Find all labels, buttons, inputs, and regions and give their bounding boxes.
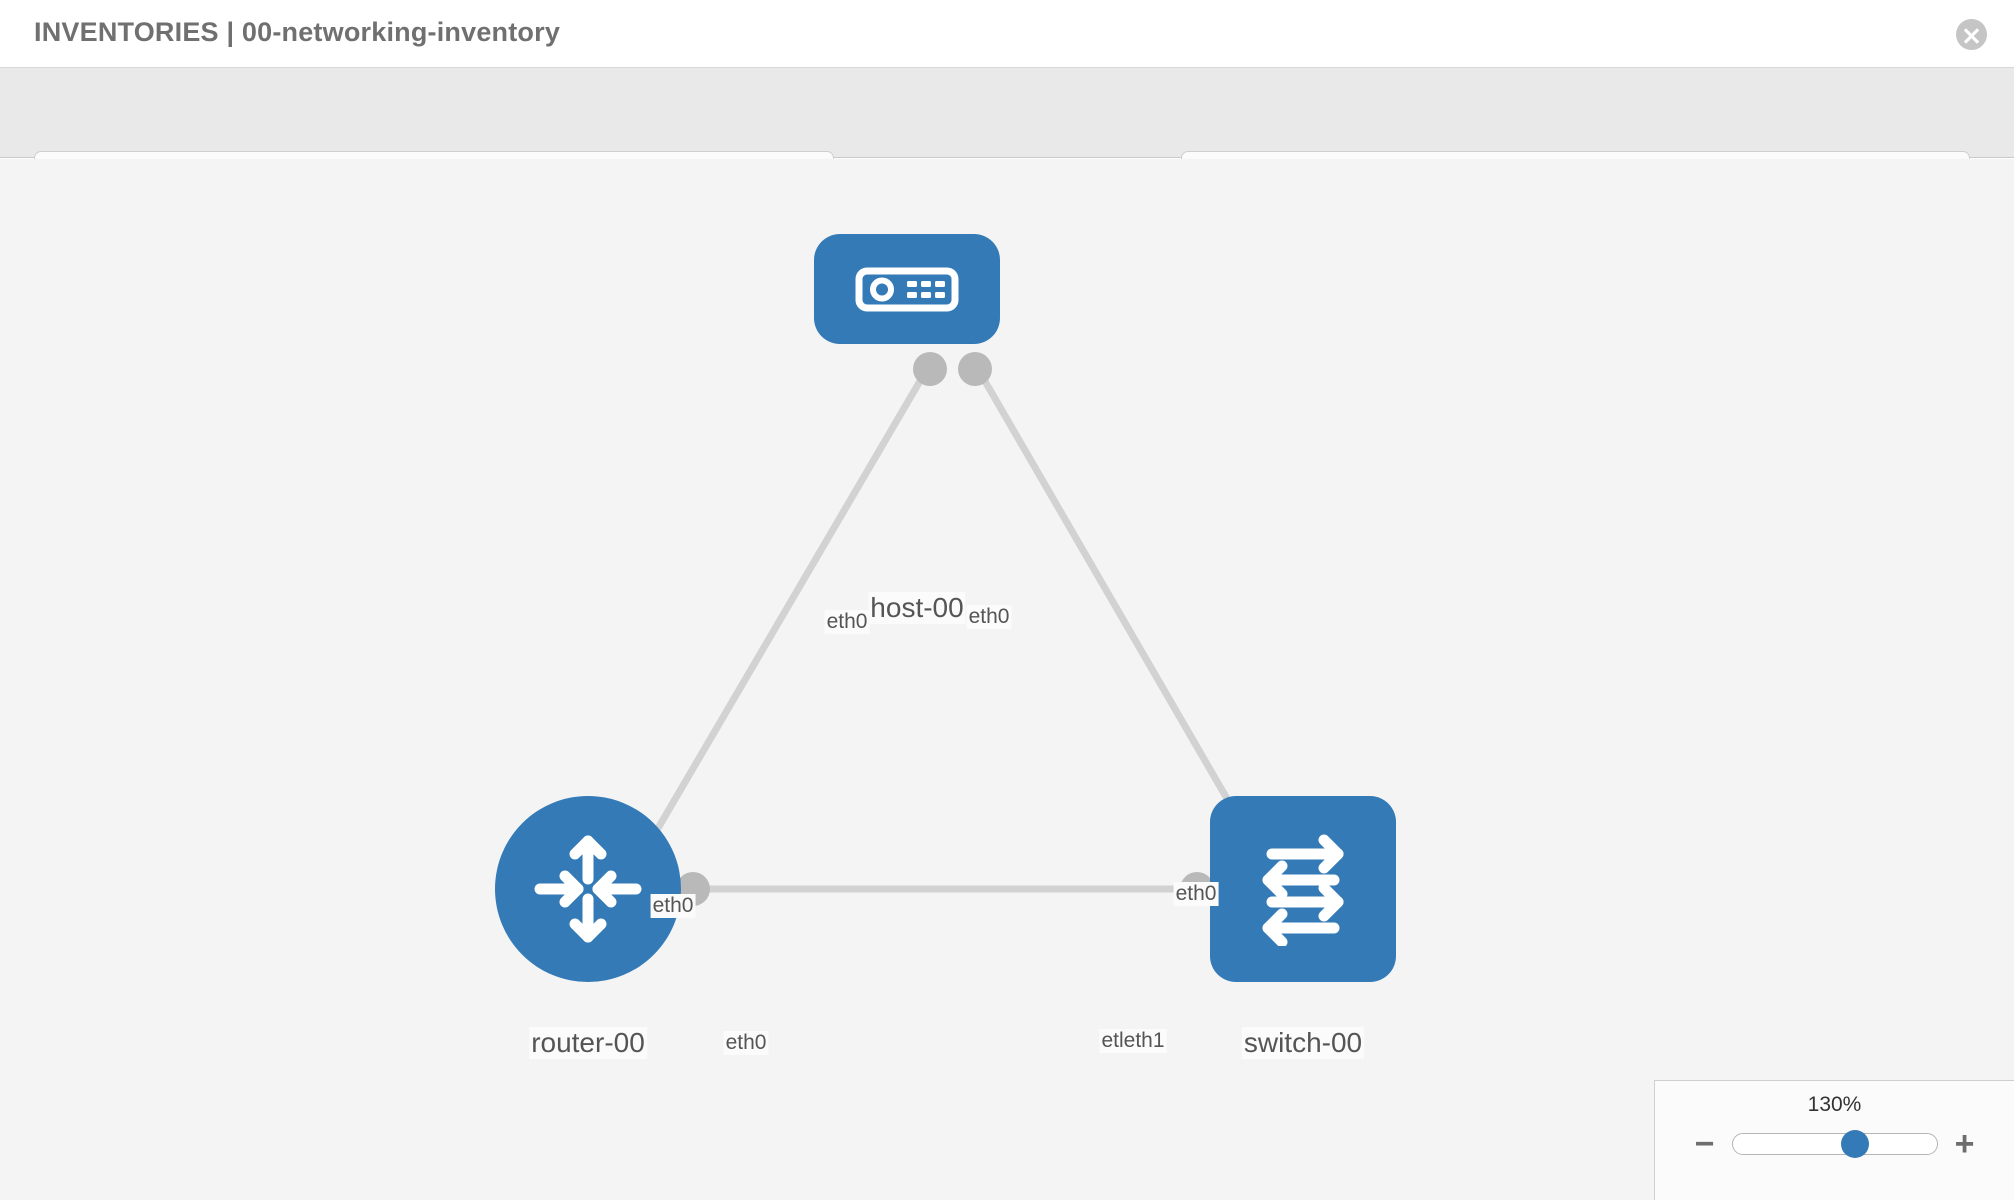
connector-host-right[interactable] bbox=[958, 352, 992, 386]
iface-label-router-up: eth0 bbox=[650, 894, 696, 918]
switch-arrows-icon bbox=[1262, 834, 1344, 946]
host-node-shape[interactable] bbox=[814, 234, 1000, 344]
header-bar: INVENTORIES | 00-networking-inventory bbox=[0, 0, 2014, 68]
iface-label-host-right: eth0 bbox=[966, 605, 1012, 629]
iface-label-host-left: eth0 bbox=[824, 610, 870, 634]
page-title: INVENTORIES | 00-networking-inventory bbox=[34, 17, 561, 47]
zoom-control-panel: 130% − + bbox=[1654, 1080, 2014, 1200]
topology-links bbox=[636, 360, 1266, 893]
topology-canvas[interactable]: host-00 router-00 bbox=[0, 159, 2014, 1200]
zoom-slider-track[interactable] bbox=[1731, 1130, 1938, 1158]
link-host-router bbox=[636, 360, 934, 863]
server-appliance-icon bbox=[855, 267, 959, 312]
zoom-out-button[interactable]: − bbox=[1694, 1125, 1715, 1163]
iface-label-switch-left: etleth1 bbox=[1099, 1029, 1167, 1053]
zoom-level-label: 130% bbox=[1807, 1093, 1862, 1116]
connector-host-left[interactable] bbox=[913, 352, 947, 386]
node-label-router-00: router-00 bbox=[529, 1027, 647, 1059]
zoom-slider-row: − + bbox=[1655, 1125, 2014, 1163]
iface-label-router-right: eth0 bbox=[723, 1031, 769, 1055]
switch-node-shape[interactable] bbox=[1210, 796, 1396, 982]
zoom-in-button[interactable]: + bbox=[1954, 1125, 1975, 1163]
iface-label-switch-up: eth0 bbox=[1173, 882, 1219, 906]
link-host-switch bbox=[971, 360, 1266, 863]
router-arrows-icon bbox=[534, 835, 642, 943]
close-icon[interactable] bbox=[1956, 19, 1987, 50]
zoom-slider-thumb[interactable] bbox=[1840, 1130, 1869, 1158]
node-label-host-00: host-00 bbox=[868, 592, 966, 624]
router-node-shape[interactable] bbox=[495, 796, 681, 982]
node-label-switch-00: switch-00 bbox=[1241, 1027, 1365, 1059]
toolbar: ACTIONS SEARCH bbox=[0, 68, 2014, 203]
